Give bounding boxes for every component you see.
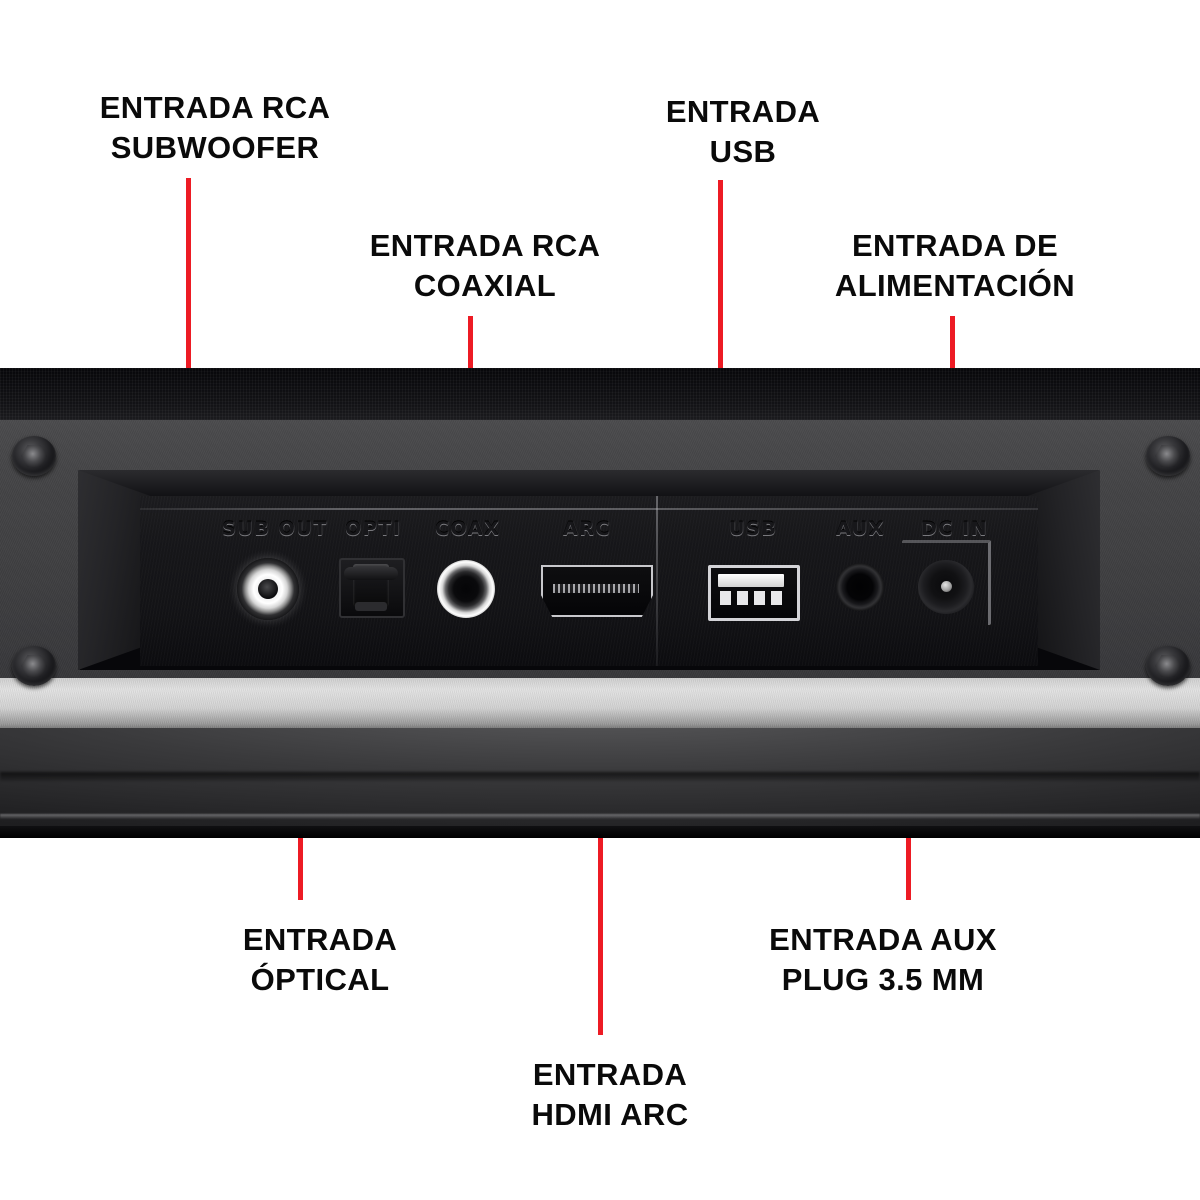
port-label-opti: OPTI xyxy=(345,518,402,540)
leader-line-rca-subwoofer-seg1 xyxy=(186,178,191,403)
soundbar-bottom-edge xyxy=(0,826,1200,838)
port-dc-in[interactable] xyxy=(902,540,991,625)
hdmi-contact-strip xyxy=(553,584,639,593)
port-opti[interactable] xyxy=(339,558,405,618)
callout-label-hdmi-arc: ENTRADA HDMI ARC xyxy=(531,1057,689,1133)
optical-shutter xyxy=(344,564,398,611)
panel-screw-top-right xyxy=(1146,436,1190,476)
port-label-aux: AUX xyxy=(836,518,885,540)
leader-line-optical-seg1 xyxy=(298,795,303,900)
callout-label-power: ENTRADA DE ALIMENTACIÓN xyxy=(834,228,1076,304)
port-usb[interactable] xyxy=(708,565,800,621)
panel-screw-bottom-right xyxy=(1146,646,1190,686)
port-label-usb: USB xyxy=(729,518,778,540)
port-sub-out[interactable] xyxy=(237,558,299,620)
panel-screw-top-left xyxy=(12,436,56,476)
port-label-dc-in: DC IN xyxy=(921,518,989,540)
connector-plate-top-seam xyxy=(140,508,1038,510)
callout-label-rca-subwoofer: ENTRADA RCA SUBWOOFER xyxy=(99,90,331,166)
port-aux[interactable] xyxy=(836,563,884,611)
panel-screw-bottom-left xyxy=(12,646,56,686)
soundbar-under-shell xyxy=(0,728,1200,838)
port-arc[interactable] xyxy=(541,565,653,617)
port-label-arc: ARC xyxy=(563,518,612,540)
connector-bay-bevel-top xyxy=(78,470,1100,500)
soundbar-under-shadow xyxy=(0,772,1200,781)
usb-contact-pins xyxy=(720,591,782,605)
callout-label-rca-coaxial: ENTRADA RCA COAXIAL xyxy=(369,228,601,304)
soundbar-top-grille xyxy=(0,368,1200,420)
soundbar-under-highlight xyxy=(0,814,1200,819)
port-coax[interactable] xyxy=(437,560,495,618)
port-label-sub-out: SUB OUT xyxy=(222,518,328,540)
port-label-coax: COAX xyxy=(435,518,501,540)
callout-label-optical: ENTRADA ÓPTICAL xyxy=(242,922,398,998)
callout-label-usb: ENTRADA USB xyxy=(665,94,821,170)
soundbar-bottom-lip xyxy=(0,678,1200,730)
callout-label-aux: ENTRADA AUX PLUG 3.5 MM xyxy=(769,922,997,998)
leader-line-usb-seg1 xyxy=(718,180,723,403)
leader-line-aux-seg1 xyxy=(906,795,911,900)
dc-in-bracket xyxy=(902,540,991,625)
connector-plate-divider-seam xyxy=(656,496,658,666)
usb-tongue xyxy=(718,574,784,587)
